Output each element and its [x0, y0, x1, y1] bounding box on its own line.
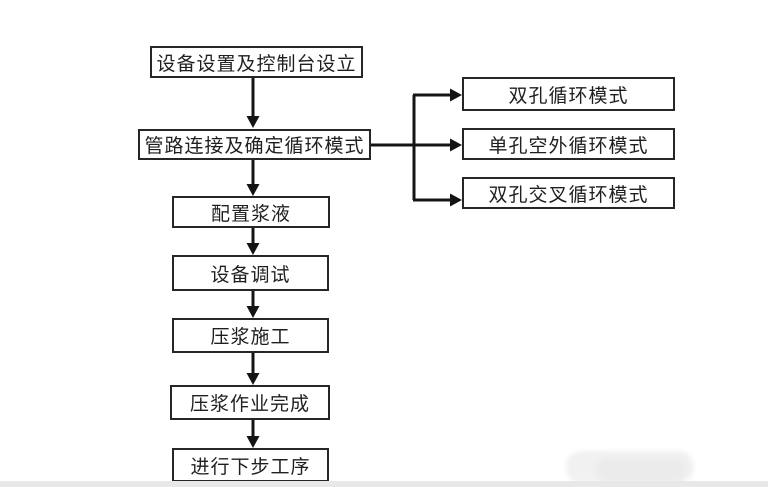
arrowhead-pipeline-to-slurry — [246, 184, 260, 196]
flow-node-mode-single-hole: 单孔空外循环模式 — [462, 128, 675, 160]
flow-node-setup: 设备设置及控制台设立 — [150, 46, 363, 78]
flow-node-mode-cross: 双孔交叉循环模式 — [462, 177, 675, 209]
flow-node-mode-double-hole: 双孔循环模式 — [462, 77, 675, 111]
arrowhead-complete-to-next — [246, 436, 260, 448]
arrowhead-slurry-to-debug — [246, 243, 260, 255]
flow-node-complete: 压浆作业完成 — [170, 385, 330, 420]
flow-node-pipeline: 管路连接及确定循环模式 — [138, 129, 371, 160]
flow-node-construction: 压浆施工 — [172, 318, 329, 353]
bottom-edge-strip — [0, 481, 768, 487]
flow-node-slurry: 配置浆液 — [172, 196, 330, 228]
flow-node-debug: 设备调试 — [172, 255, 329, 291]
flow-node-next: 进行下步工序 — [172, 448, 329, 482]
blurred-watermark-inner — [596, 458, 686, 482]
arrowhead-debug-to-construction — [246, 306, 260, 318]
arrowhead-mode-double-hole — [450, 88, 462, 102]
arrowhead-mode-single-hole — [450, 138, 462, 152]
arrowhead-mode-cross — [450, 193, 462, 207]
arrowhead-construction-to-complete — [246, 373, 260, 385]
arrowhead-setup-to-pipeline — [246, 116, 260, 128]
